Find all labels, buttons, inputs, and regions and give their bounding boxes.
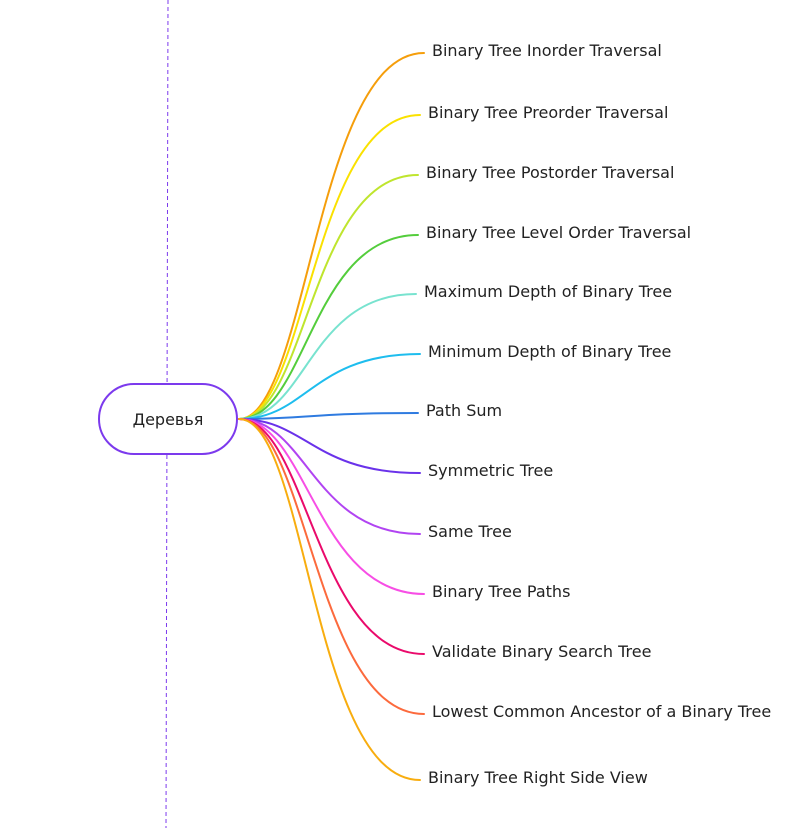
branch-node[interactable]: Path Sum [426, 401, 503, 420]
branch-node[interactable]: Maximum Depth of Binary Tree [424, 282, 673, 301]
branch-connectors [238, 52, 425, 781]
branch-connector [238, 114, 421, 420]
branch-node[interactable]: Minimum Depth of Binary Tree [428, 342, 672, 361]
branch-connector [238, 418, 421, 535]
branch-connector [238, 418, 425, 595]
branch-node[interactable]: Binary Tree Postorder Traversal [426, 163, 675, 182]
branch-node[interactable]: Lowest Common Ancestor of a Binary Tree [432, 702, 772, 721]
branch-connector [238, 174, 419, 420]
branch-connector [238, 353, 421, 420]
branch-connector [238, 418, 421, 781]
branch-node[interactable]: Symmetric Tree [428, 461, 554, 480]
branch-node[interactable]: Binary Tree Inorder Traversal [432, 41, 662, 60]
branch-node[interactable]: Validate Binary Search Tree [432, 642, 652, 661]
branch-node[interactable]: Binary Tree Preorder Traversal [428, 103, 669, 122]
branch-connector [238, 412, 419, 420]
branch-node[interactable]: Binary Tree Right Side View [428, 768, 648, 787]
branch-node[interactable]: Binary Tree Level Order Traversal [426, 223, 692, 242]
branch-node[interactable]: Binary Tree Paths [432, 582, 571, 601]
branch-connector [238, 293, 417, 420]
branch-connector [238, 234, 419, 420]
branch-connector [238, 52, 425, 420]
branch-node[interactable]: Same Tree [428, 522, 512, 541]
branch-connector [238, 418, 425, 715]
branch-connector [238, 418, 425, 655]
branch-connector [238, 418, 421, 474]
root-node-label: Деревья [132, 409, 204, 429]
root-node[interactable]: Деревья [98, 383, 238, 455]
